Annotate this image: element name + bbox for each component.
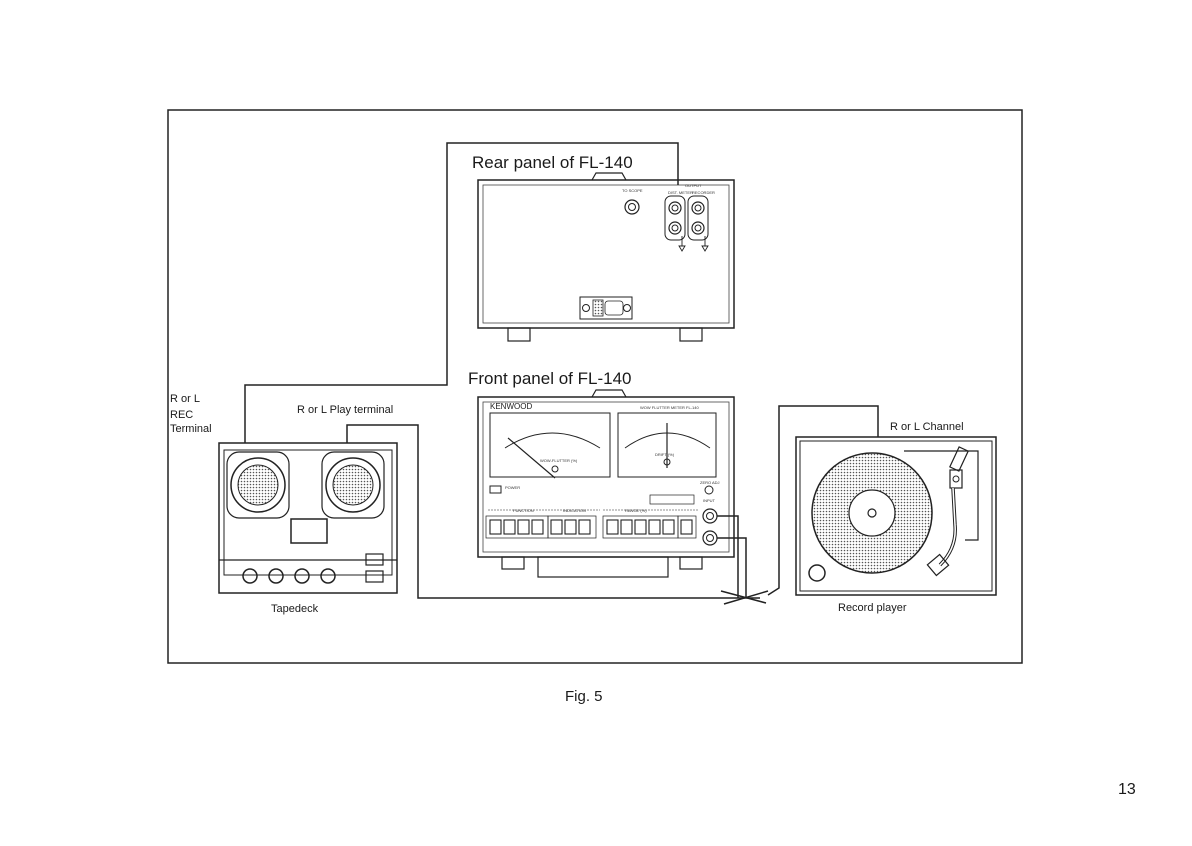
- front-model: WOW FLUTTER METER FL-140: [640, 405, 699, 410]
- front-stand-icon: [538, 557, 668, 577]
- tonearm-pivot-icon: [950, 470, 962, 488]
- input-label: INPUT: [703, 498, 716, 503]
- zero-adj-label: ZERO ADJ: [700, 480, 720, 485]
- power-button-icon: [490, 486, 501, 493]
- rear-recorder-label: RECORDER: [692, 190, 715, 195]
- figure-caption: Fig. 5: [565, 688, 603, 705]
- rear-to-scope-label: TO SCOPE: [622, 188, 643, 193]
- to-scope-jack-icon: [625, 200, 639, 214]
- dist-jack-upper-icon: [669, 202, 681, 214]
- front-brand: KENWOOD: [490, 402, 532, 411]
- rear-signal-line: [245, 143, 678, 443]
- tape-head-block-icon: [291, 519, 327, 543]
- wow-flutter-meter-icon: [490, 413, 610, 477]
- rear-output-label: OUTPUT: [685, 183, 702, 188]
- tapedeck: [219, 443, 397, 593]
- page-number: 13: [1118, 781, 1136, 799]
- function-label: FUNCTION: [513, 508, 534, 513]
- indication-label: INDICATION: [563, 508, 586, 513]
- drift-meter-label: DRIFT (%): [655, 452, 675, 457]
- rear-panel-title: Rear panel of FL-140: [472, 153, 633, 172]
- turntable-knob-icon: [809, 565, 825, 581]
- tapedeck-knob-icon: [243, 569, 257, 583]
- rec-terminal-line2: REC: [170, 409, 193, 421]
- range-label: RANGE (%): [625, 508, 647, 513]
- rear-dist-label: DIST. METER: [668, 190, 693, 195]
- input-jack-lower-icon: [703, 531, 717, 545]
- wow-flutter-meter-label: WOW-FLUTTER (%): [540, 458, 578, 463]
- front-panel: KENWOOD WOW FLUTTER METER FL-140 WOW-FLU…: [478, 390, 734, 577]
- rec-terminal-line1: R or L: [170, 393, 200, 405]
- channel-label: R or L Channel: [890, 421, 964, 433]
- input-jack-upper-icon: [703, 509, 717, 523]
- recorder-jack-lower-icon: [692, 222, 704, 234]
- play-terminal-label: R or L Play terminal: [297, 404, 393, 416]
- rear-panel: TO SCOPE OUTPUT DIST. METER RECORDER: [478, 173, 734, 341]
- front-panel-title: Front panel of FL-140: [468, 369, 631, 388]
- recorder-jack-upper-icon: [692, 202, 704, 214]
- power-label: POWER: [505, 485, 520, 490]
- record-player-label: Record player: [838, 602, 907, 614]
- play-signal-line: [347, 425, 738, 598]
- record-player: [796, 437, 996, 595]
- tapedeck-label: Tapedeck: [271, 603, 319, 615]
- power-inlet-icon: [580, 297, 632, 319]
- ground-symbol-icon: [679, 236, 685, 251]
- dist-jack-lower-icon: [669, 222, 681, 234]
- zero-adj-knob-icon: [705, 486, 713, 494]
- rec-terminal-line3: Terminal: [170, 423, 212, 435]
